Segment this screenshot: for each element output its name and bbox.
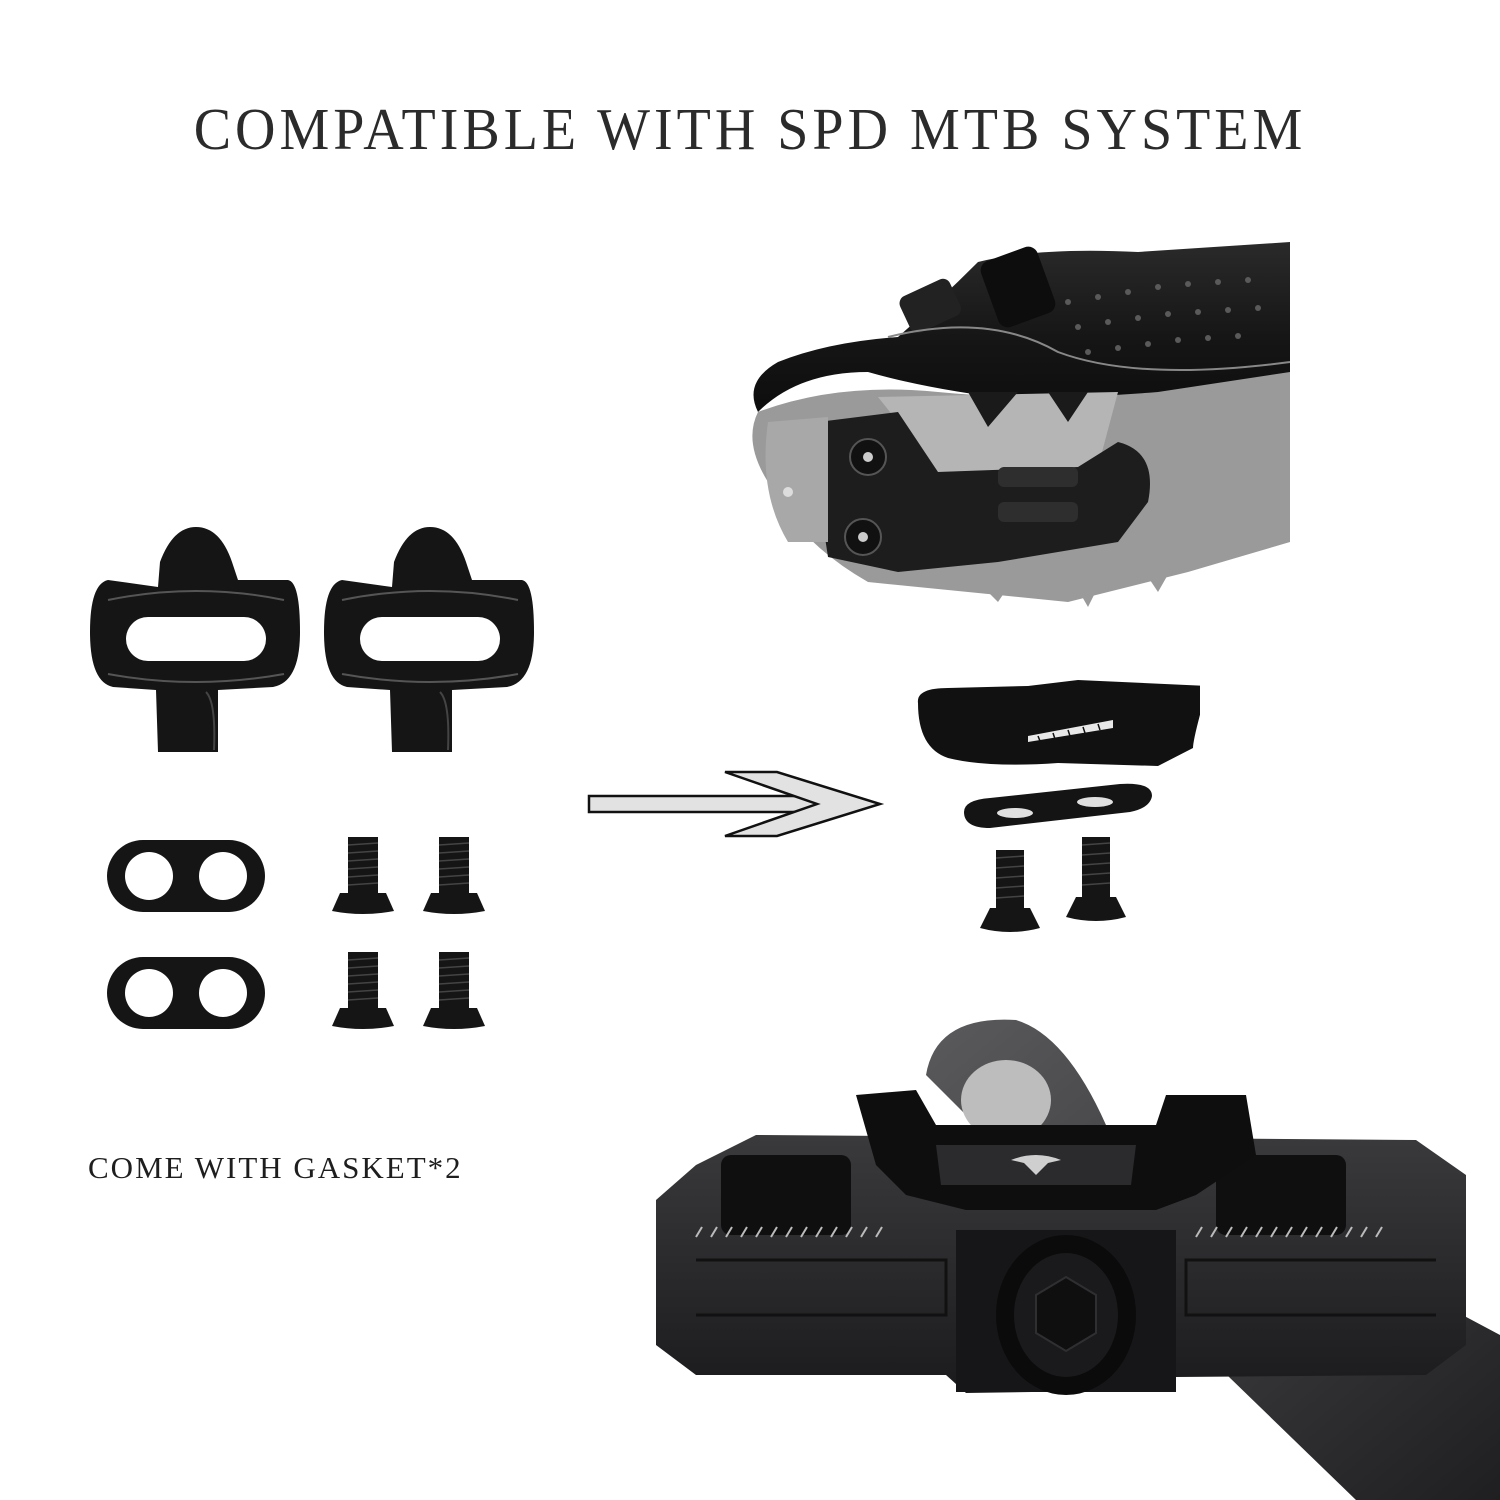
bolt-icon [980,850,1040,932]
exploded-cleat-part [908,678,1200,773]
cycling-shoe-image [738,242,1290,610]
bolt-icon [332,837,394,914]
gasket-icon [107,957,265,1029]
bolt-icon [423,837,485,914]
gasket-icon [107,840,265,912]
gasket-1 [105,838,267,914]
cleat-side-icon [917,680,1200,766]
cleat-icon [90,527,300,752]
bolt-icon [1066,837,1126,921]
bolt-icon [332,952,394,1029]
gasket-2 [105,955,267,1031]
cleat-left [88,522,303,757]
bolt-icon [423,952,485,1029]
bolt-2 [421,835,487,917]
bolt-4 [421,950,487,1032]
clipless-pedal-image [636,1015,1500,1500]
exploded-bolt-2 [1064,835,1128,925]
exploded-gasket-part [960,782,1155,830]
exploded-bolt-1 [978,848,1042,934]
cleat-right [322,522,537,757]
bolt-3 [330,950,396,1032]
gasket-caption: COME WITH GASKET*2 [88,1150,463,1185]
gasket-side-icon [964,783,1152,828]
cleat-icon [324,527,534,752]
arrow-right-icon [585,768,885,840]
bolt-1 [330,835,396,917]
pedal-brand-logo [1011,1155,1061,1175]
page-title: COMPATIBLE WITH SPD MTB SYSTEM [193,97,1307,163]
